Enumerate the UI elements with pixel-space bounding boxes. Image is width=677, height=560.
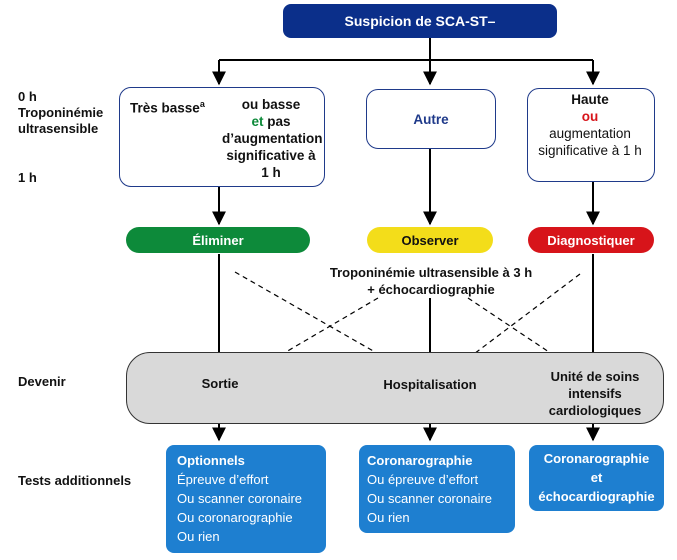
no-rise-text: d’augmentation significative à 1 h bbox=[222, 131, 323, 180]
observe-note-line2: + échocardiographie bbox=[367, 282, 495, 297]
title-text: Suspicion de SCA-ST– bbox=[344, 13, 496, 29]
tests-middle-item: Ou rien bbox=[367, 510, 410, 525]
observe-note-line1: Troponinémie ultrasensible à 3 h bbox=[329, 265, 533, 280]
observe-note: Troponinémie ultrasensible à 3 h + échoc… bbox=[300, 264, 562, 298]
eliminate-pill: Éliminer bbox=[126, 227, 310, 253]
haute-text: Haute bbox=[571, 92, 609, 107]
tests-right-line1: Coronarographie bbox=[543, 451, 650, 466]
low-troponin-box bbox=[119, 87, 325, 187]
tests-label: Tests additionnels bbox=[18, 473, 132, 488]
tests-usic-box: Coronarographie et échocardiographie bbox=[529, 445, 664, 511]
tests-coronarography-box: Coronarographie Ou épreuve d’effort Ou s… bbox=[359, 445, 515, 533]
high-label: Haute ou augmentation significative à 1 … bbox=[532, 91, 648, 159]
tests-optional-item: Ou scanner coronaire bbox=[177, 491, 303, 506]
time-0h-label: 0 h bbox=[18, 89, 37, 104]
tests-optional-box: Optionnels Épreuve d’effort Ou scanner c… bbox=[166, 445, 326, 553]
devenir-label: Devenir bbox=[18, 374, 66, 389]
tests-optional-item: Ou coronarographie bbox=[177, 510, 293, 525]
tests-middle-item: Ou épreuve d’effort bbox=[367, 472, 479, 487]
diagnose-pill: Diagnostiquer bbox=[528, 227, 654, 253]
pas-text: pas bbox=[263, 114, 291, 129]
outcome-sortie: Sortie bbox=[201, 376, 239, 391]
ou-basse-text: ou basse bbox=[241, 97, 301, 112]
very-low-label: Très bassea bbox=[130, 96, 205, 117]
tests-optional-item: Ou rien bbox=[177, 529, 220, 544]
title-box: Suspicion de SCA-ST– bbox=[283, 4, 557, 38]
high-troponin-box bbox=[527, 88, 655, 182]
low-no-rise-label: ou basse et pas d’augmentation significa… bbox=[222, 96, 323, 181]
observe-label: Observer bbox=[401, 232, 459, 248]
other-label: Autre bbox=[413, 111, 449, 127]
tests-right-line3: échocardiographie bbox=[538, 489, 655, 504]
other-box: Autre bbox=[366, 89, 496, 149]
tests-optional-item: Épreuve d’effort bbox=[177, 472, 269, 487]
rise-text: augmentation significative à 1 h bbox=[538, 126, 642, 158]
very-low-text: Très basse bbox=[130, 100, 200, 116]
outcome-band bbox=[126, 352, 664, 424]
observe-pill: Observer bbox=[367, 227, 493, 253]
outcome-usic: Unité de soins intensifs cardiologiques bbox=[548, 369, 642, 418]
time-1h-label: 1 h bbox=[18, 170, 37, 185]
diagnose-label: Diagnostiquer bbox=[547, 232, 635, 248]
troponin-label: Troponinémie ultrasensible bbox=[18, 105, 104, 136]
tests-optional-title: Optionnels bbox=[177, 453, 245, 468]
eliminate-label: Éliminer bbox=[192, 232, 244, 248]
tests-right-line2: et bbox=[590, 470, 603, 485]
tests-middle-title: Coronarographie bbox=[367, 453, 473, 468]
ou-text: ou bbox=[581, 109, 599, 124]
very-low-footnote: a bbox=[199, 99, 205, 109]
tests-middle-item: Ou scanner coronaire bbox=[367, 491, 493, 506]
outcome-hospitalisation: Hospitalisation bbox=[383, 377, 477, 392]
et-text: et bbox=[251, 114, 264, 129]
